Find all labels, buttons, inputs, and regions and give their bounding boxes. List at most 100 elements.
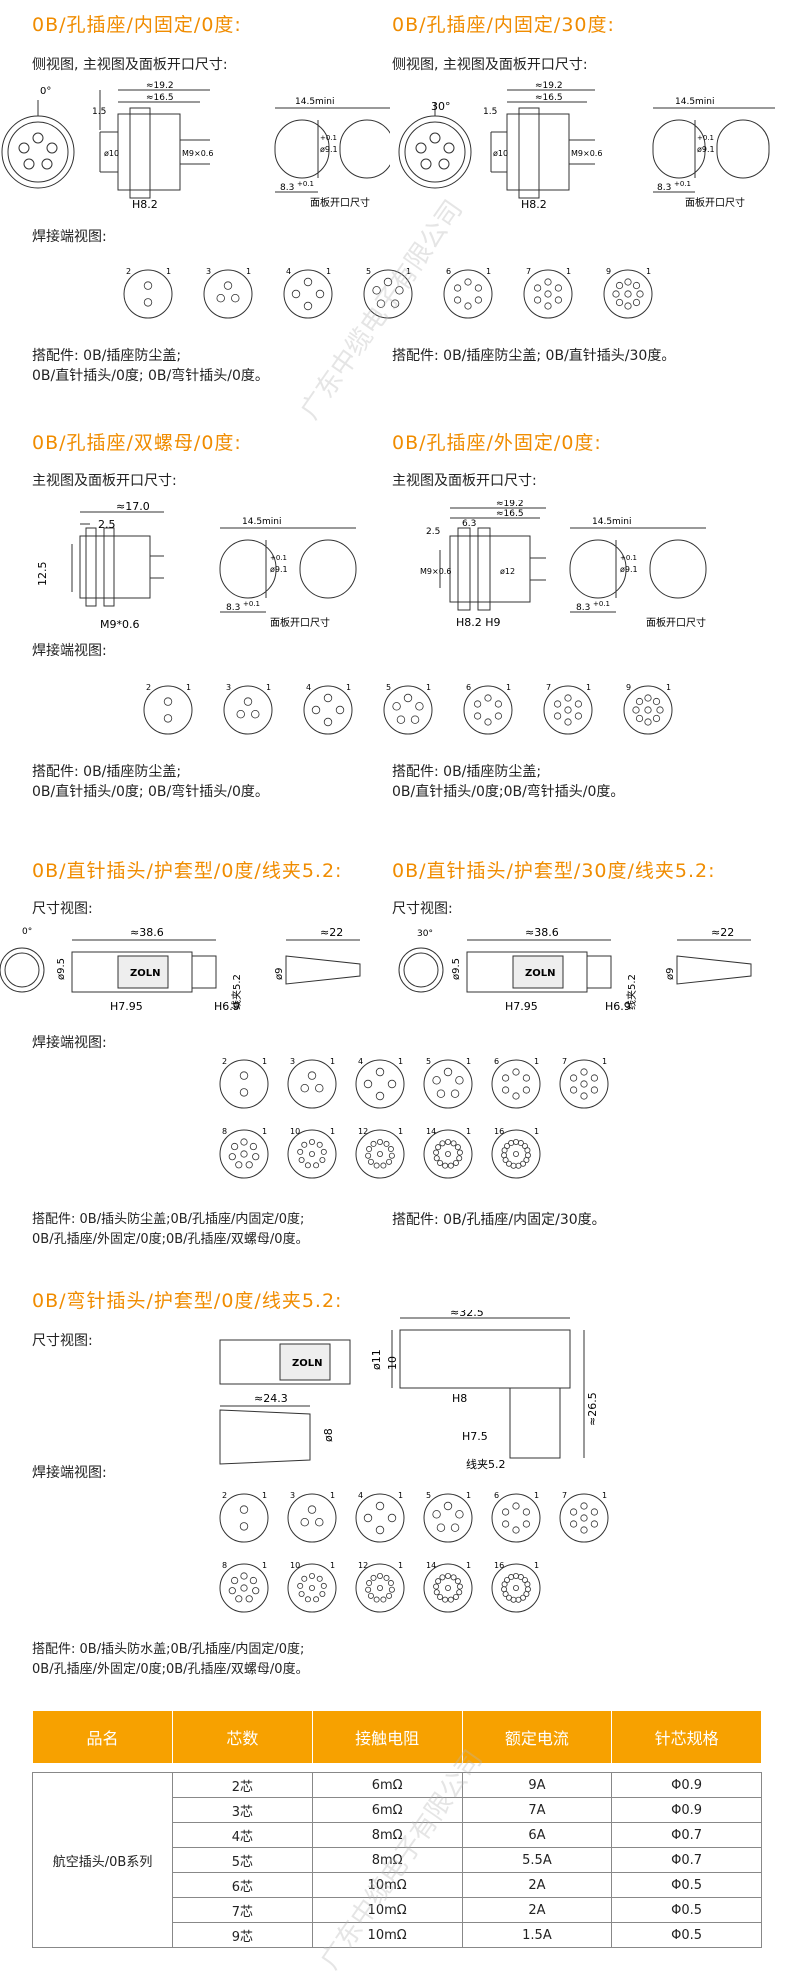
pin-hole bbox=[235, 1595, 243, 1603]
pin-hole bbox=[231, 1576, 239, 1585]
pin-hole bbox=[366, 1580, 373, 1587]
view-label-s1: 侧视图, 主视图及面板开口尺寸: bbox=[32, 57, 228, 73]
pin-hole bbox=[437, 1593, 444, 1600]
pin-hole bbox=[298, 1157, 305, 1164]
brand-logo-s6: ZOLN bbox=[525, 968, 556, 979]
pin-hole bbox=[517, 1574, 524, 1581]
table-cell: Φ0.9 bbox=[611, 1797, 762, 1823]
match-note-6-line1: 搭配件: 0B/孔插座/内固定/30度。 bbox=[392, 1212, 606, 1228]
pin-hole bbox=[307, 1071, 317, 1080]
dim-panel-h-s4: ø9.1 bbox=[620, 565, 638, 574]
table-cell: 5.5A bbox=[461, 1847, 613, 1873]
dim-sleeve-dia-s5: ø9 bbox=[274, 968, 285, 980]
pin-hole bbox=[228, 1587, 236, 1595]
pin-one-label: 1 bbox=[166, 267, 171, 276]
pin-hole bbox=[240, 1572, 248, 1580]
pin-hole bbox=[636, 290, 644, 298]
dim-panel-h-tol-s2: +0.1 bbox=[697, 134, 714, 142]
pin-hole bbox=[504, 1576, 511, 1583]
pin-hole bbox=[370, 1574, 377, 1581]
pin-hole bbox=[433, 1583, 440, 1590]
pin-one-label: 1 bbox=[262, 1491, 267, 1500]
section-title-s4: 0B/孔插座/外固定/0度: bbox=[392, 432, 602, 454]
pin-hole bbox=[243, 697, 253, 706]
pin-hole bbox=[403, 693, 413, 703]
pin-one-label: 1 bbox=[266, 683, 271, 692]
pin-hole bbox=[363, 1513, 373, 1523]
pin-hole bbox=[375, 1067, 385, 1077]
pin-count-label: 6 bbox=[446, 267, 451, 276]
dim-thread-s4: M9×0.6 bbox=[420, 567, 451, 576]
pin-count-label: 7 bbox=[546, 683, 551, 692]
pin-hole bbox=[554, 296, 562, 304]
match-note-3: 搭配件: 0B/插座防尘盖; 0B/直针插头/0度; 0B/弯针插头/0度。 bbox=[32, 762, 269, 802]
dim-inner-s2: ≈16.5 bbox=[535, 93, 563, 103]
match-note-1-line1: 搭配件: 0B/插座防尘盖; bbox=[32, 348, 182, 364]
pin-hole bbox=[474, 712, 482, 720]
pin-hole bbox=[554, 712, 562, 720]
pin-hole bbox=[437, 1159, 444, 1166]
drawing-s7: ≈32.5 ø11 10 H8 H7.5 线夹5.2 ≈26.5 ≈24.3 ø… bbox=[219, 1310, 599, 1471]
pin-hole bbox=[450, 1574, 457, 1581]
drawing-s4: ≈19.2 ≈16.5 6.3 2.5 ø12 M9×0.6 H8.2 H9 1… bbox=[420, 500, 707, 629]
pin-hole bbox=[300, 1518, 309, 1527]
pin-hole bbox=[320, 1582, 327, 1589]
pin-hole bbox=[544, 290, 552, 298]
pin-one-label: 1 bbox=[398, 1561, 403, 1570]
pin-hole bbox=[635, 697, 644, 706]
pin-hole bbox=[615, 281, 624, 290]
pin-count-label: 8 bbox=[222, 1127, 227, 1136]
pin-hole bbox=[512, 1502, 520, 1510]
pin-hole bbox=[508, 1574, 515, 1581]
pin-hole bbox=[452, 1159, 459, 1166]
pin-hole bbox=[386, 1158, 393, 1165]
pin-hole bbox=[390, 299, 400, 308]
pin-count-label: 12 bbox=[358, 1127, 368, 1136]
pin-hole bbox=[443, 1067, 453, 1077]
dim-thread-s3: M9*0.6 bbox=[100, 618, 139, 630]
pin-hole bbox=[163, 714, 173, 723]
dim-panel-w-s2: 14.5mini bbox=[675, 97, 715, 107]
table-header-cores: 芯数 bbox=[172, 1710, 313, 1764]
pin-hole bbox=[450, 1089, 460, 1098]
pin-hole bbox=[320, 1148, 327, 1155]
pin-hole bbox=[447, 1162, 454, 1169]
table-cell: Φ0.9 bbox=[611, 1772, 762, 1798]
pin-hole bbox=[521, 1142, 528, 1149]
pin-count-label: 7 bbox=[562, 1057, 567, 1066]
pin-hole bbox=[313, 1596, 320, 1603]
panel-label-s4: 面板开口尺寸 bbox=[646, 616, 706, 629]
dim-panel-w-s3: 14.5mini bbox=[242, 517, 282, 527]
panel-label-s3: 面板开口尺寸 bbox=[270, 616, 330, 629]
match-note-1-line2: 0B/直针插头/0度; 0B/弯针插头/0度。 bbox=[32, 368, 269, 384]
match-note-3-line2: 0B/直针插头/0度; 0B/弯针插头/0度。 bbox=[32, 784, 269, 800]
pin-hole bbox=[580, 1514, 588, 1522]
pin-one-label: 1 bbox=[398, 1127, 403, 1136]
dim-offset-s4: 2.5 bbox=[426, 527, 440, 537]
pin-hole bbox=[590, 1086, 598, 1094]
table-row: 9芯 10mΩ 1.5A Φ0.5 bbox=[33, 1922, 762, 1948]
pin-hole bbox=[143, 298, 153, 307]
pin-hole bbox=[375, 1091, 385, 1101]
dim-d10-s7: 10 bbox=[386, 1356, 399, 1370]
pin-hole bbox=[444, 1151, 451, 1158]
pin-hole bbox=[143, 281, 153, 290]
pin-one-label: 1 bbox=[534, 1127, 539, 1136]
table-cell: Φ0.7 bbox=[611, 1822, 762, 1848]
pin-hole bbox=[365, 1152, 372, 1159]
pin-hole bbox=[523, 1157, 530, 1164]
pin-hole bbox=[309, 1139, 316, 1146]
pin-one-label: 1 bbox=[602, 1057, 607, 1066]
pin-hole bbox=[534, 284, 542, 292]
pin-one-label: 1 bbox=[534, 1561, 539, 1570]
drawing-s2: 30° ≈19.2 ≈16.5 1.5 ø10 M9×0.6 H8.2 14.5… bbox=[398, 81, 775, 210]
